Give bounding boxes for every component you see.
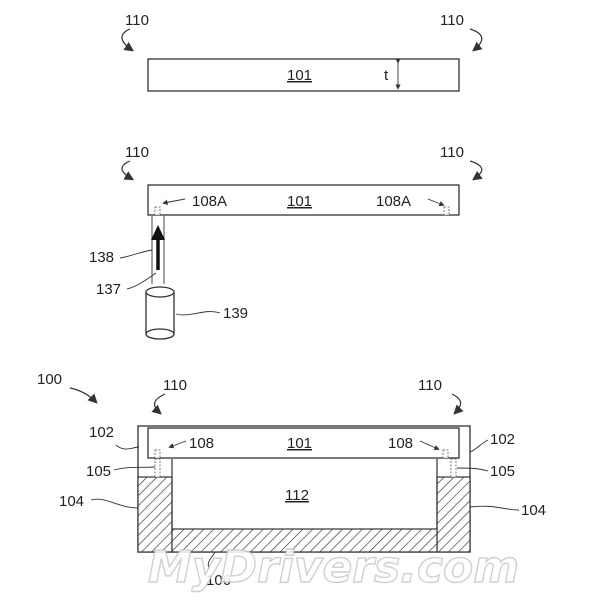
top-view: 101 t 110 110 xyxy=(121,12,483,92)
frame-label-right: 102 xyxy=(490,431,515,448)
middle-view: 101 108A 108A 110 110 138 137 139 xyxy=(89,144,483,340)
hole-arrow-left xyxy=(168,440,187,449)
watermark: MyDrivers.com xyxy=(148,542,519,593)
assembly-arrow xyxy=(69,387,98,404)
plate-label: 101 xyxy=(287,193,312,210)
frame-label-left: 102 xyxy=(89,424,114,441)
hole-arrow-right xyxy=(427,198,445,207)
pin-105-right xyxy=(450,458,457,478)
beam-label: 138 xyxy=(89,249,114,266)
base-label: 106 xyxy=(206,572,231,589)
arrow-137-head xyxy=(151,225,165,240)
hole-108-right xyxy=(442,449,449,459)
corner-label-right: 110 xyxy=(418,377,442,394)
wall-label-right: 104 xyxy=(521,502,546,519)
corner-arrow-left xyxy=(121,28,134,52)
bottom-view: 101 108 108 100 110 110 102 102 105 105 … xyxy=(37,371,546,589)
frame-leader-left xyxy=(115,444,140,450)
pin-label-left: 105 xyxy=(86,463,111,480)
hole-label-right: 108 xyxy=(388,435,413,452)
pin-leader-right xyxy=(456,467,489,472)
thickness-label: t xyxy=(384,67,389,84)
wall-104-left xyxy=(137,476,173,553)
corner-label-right: 110 xyxy=(440,12,464,29)
wall-104-right xyxy=(436,476,471,553)
base-leader xyxy=(207,551,216,571)
arrow-leader xyxy=(126,272,157,290)
laser-label: 139 xyxy=(223,305,248,322)
corner-label-left: 110 xyxy=(163,377,187,394)
plate-101-bottom xyxy=(147,427,460,459)
plate-label: 101 xyxy=(287,67,312,84)
base-106 xyxy=(171,528,438,553)
corner-arrow-right xyxy=(469,160,483,181)
hole-label-left: 108A xyxy=(192,193,227,210)
hole-label-left: 108 xyxy=(189,435,214,452)
hole-arrow-left xyxy=(162,198,186,205)
wall-leader-right xyxy=(469,505,520,511)
hole-108a-left xyxy=(154,206,161,216)
corner-label-left: 110 xyxy=(125,12,149,29)
pin-leader-left xyxy=(113,466,156,471)
corner-arrow-left xyxy=(121,160,135,181)
pin-label-right: 105 xyxy=(490,463,515,480)
hole-label-right: 108A xyxy=(376,193,411,210)
corner-label-right: 110 xyxy=(440,144,464,161)
arrow-label: 137 xyxy=(96,281,121,298)
frame-leader-right xyxy=(469,439,489,453)
hole-108-left xyxy=(154,449,161,459)
laser-bottom xyxy=(145,328,175,340)
wall-leader-left xyxy=(90,498,139,509)
corner-arrow-right xyxy=(469,28,483,52)
laser-leader xyxy=(175,311,221,316)
wall-label-left: 104 xyxy=(59,493,84,510)
plate-label: 101 xyxy=(287,435,312,452)
assembly-label: 100 xyxy=(37,371,62,388)
cavity-label: 112 xyxy=(285,487,309,504)
pin-105-left xyxy=(154,458,161,478)
hole-arrow-right xyxy=(419,440,440,451)
corner-label-left: 110 xyxy=(125,144,149,161)
corner-arrow-right xyxy=(451,393,464,415)
hole-108a-right xyxy=(443,206,450,216)
plate-101-middle xyxy=(147,184,460,216)
plate-101-top xyxy=(147,58,460,92)
laser-top xyxy=(145,286,175,298)
corner-arrow-left xyxy=(151,393,166,415)
beam-leader xyxy=(119,249,153,259)
